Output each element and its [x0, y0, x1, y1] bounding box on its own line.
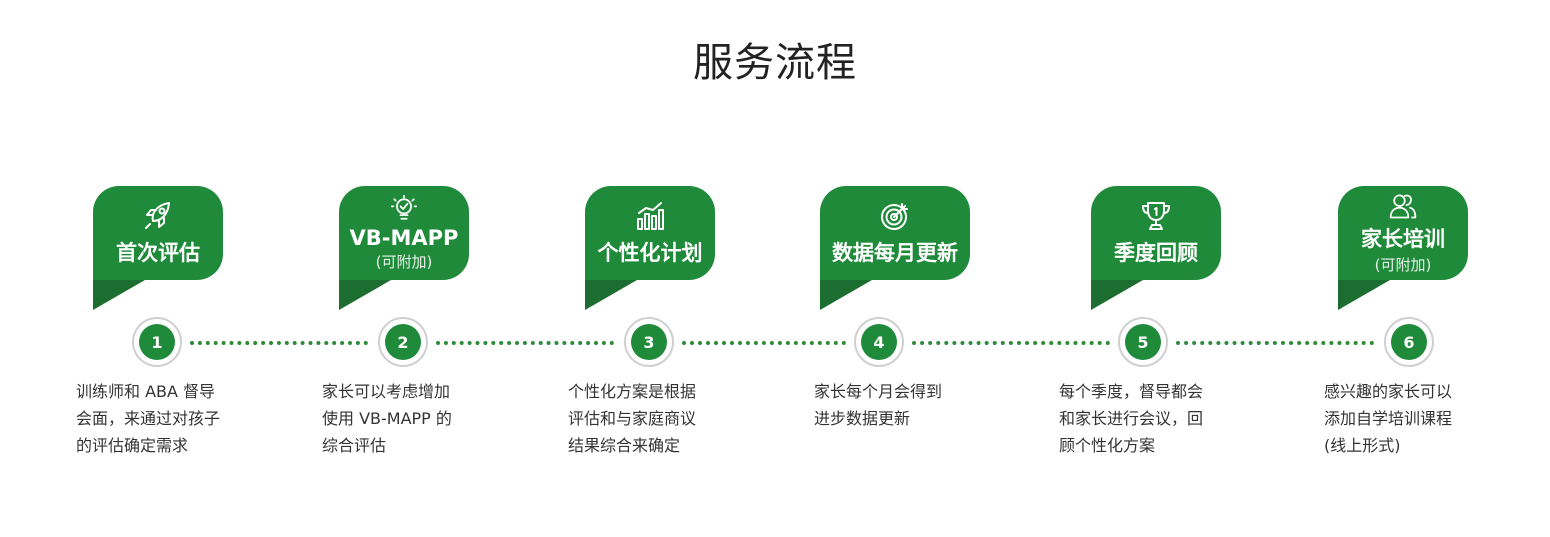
description-line: 训练师和 ABA 督导 — [76, 382, 216, 401]
step-label: 季度回顾 — [1114, 241, 1198, 265]
step-sublabel: (可附加) — [1374, 256, 1432, 274]
step-description: 每个季度，督导都会 和家长进行会议，回 顾个性化方案 — [1059, 378, 1229, 459]
step-tag: 首次评估 — [93, 186, 223, 280]
process-step-5: 季度回顾 5 每个季度，督导都会 和家长进行会议，回 顾个性化方案 — [1059, 0, 1221, 537]
process-step-6: 家长培训 (可附加) 6 感兴趣的家长可以 添加自学培训课程 (线上形式) — [1324, 0, 1468, 537]
step-tag: VB-MAPP (可附加) — [339, 186, 469, 280]
description-line: 进步数据更新 — [814, 409, 911, 428]
step-number: 3 — [631, 324, 667, 360]
description-line: 家长可以考虑增加 — [322, 382, 451, 401]
tag-fold — [585, 280, 637, 310]
step-label: 个性化计划 — [597, 241, 703, 265]
lightbulb-icon — [390, 194, 418, 220]
step-number: 2 — [385, 324, 421, 360]
step-description: 个性化方案是根据 评估和与家庭商议 结果综合来确定 — [568, 378, 738, 459]
process-step-1: 首次评估 1 训练师和 ABA 督导 会面，来通过对孩子 的评估确定需求 — [76, 0, 223, 537]
timeline-connector — [1176, 341, 1374, 345]
trophy-icon — [1142, 202, 1170, 230]
step-marker: 5 — [1118, 317, 1168, 367]
tag-fold — [339, 280, 391, 310]
description-line: 结果综合来确定 — [568, 436, 681, 455]
page-title: 服务流程 — [693, 40, 857, 86]
step-tag: 季度回顾 — [1091, 186, 1221, 280]
process-step-3: 个性化计划 3 个性化方案是根据 评估和与家庭商议 结果综合来确定 — [568, 0, 715, 537]
step-number: 5 — [1125, 324, 1161, 360]
description-line: 和家长进行会议，回 — [1059, 409, 1204, 428]
step-description: 训练师和 ABA 督导 会面，来通过对孩子 的评估确定需求 — [76, 378, 246, 459]
tag-fold — [93, 280, 145, 310]
step-number: 1 — [139, 324, 175, 360]
description-line: 综合评估 — [322, 436, 387, 455]
description-line: 个性化方案是根据 — [568, 382, 697, 401]
description-line: 评估和与家庭商议 — [568, 409, 697, 428]
description-line: 家长每个月会得到 — [814, 382, 943, 401]
description-line: 添加自学培训课程 — [1324, 409, 1453, 428]
step-marker: 1 — [132, 317, 182, 367]
description-line: 感兴趣的家长可以 — [1324, 382, 1453, 401]
step-label: VB-MAPP — [349, 226, 459, 250]
timeline-connector — [190, 341, 368, 345]
bar-chart-icon — [637, 202, 664, 230]
step-label: 首次评估 — [116, 241, 200, 265]
step-number: 6 — [1391, 324, 1427, 360]
description-line: 使用 VB-MAPP 的 — [322, 409, 452, 428]
step-label: 数据每月更新 — [832, 241, 958, 265]
step-marker: 4 — [854, 317, 904, 367]
step-label: 家长培训 — [1361, 227, 1445, 251]
step-number: 4 — [861, 324, 897, 360]
tag-fold — [1338, 280, 1390, 310]
step-tag: 家长培训 (可附加) — [1338, 186, 1468, 280]
description-line: 的评估确定需求 — [76, 436, 189, 455]
users-icon — [1389, 194, 1417, 219]
step-description: 家长可以考虑增加 使用 VB-MAPP 的 综合评估 — [322, 378, 492, 459]
process-step-4: 数据每月更新 4 家长每个月会得到 进步数据更新 — [814, 0, 970, 537]
timeline-connector — [682, 341, 846, 345]
description-line: 顾个性化方案 — [1059, 436, 1156, 455]
step-description: 感兴趣的家长可以 添加自学培训课程 (线上形式) — [1324, 378, 1494, 459]
step-sublabel: (可附加) — [375, 253, 433, 271]
tag-fold — [1091, 280, 1143, 310]
description-line: 每个季度，督导都会 — [1059, 382, 1204, 401]
target-icon — [881, 203, 908, 230]
timeline-connector — [912, 341, 1110, 345]
process-step-2: VB-MAPP (可附加) 2 家长可以考虑增加 使用 VB-MAPP 的 综合… — [322, 0, 469, 537]
description-line: 会面，来通过对孩子 — [76, 409, 221, 428]
step-tag: 数据每月更新 — [820, 186, 970, 280]
step-tag: 个性化计划 — [585, 186, 715, 280]
timeline-connector — [436, 341, 614, 345]
step-marker: 6 — [1384, 317, 1434, 367]
description-line: (线上形式) — [1324, 436, 1401, 455]
rocket-icon — [145, 202, 170, 229]
step-marker: 3 — [624, 317, 674, 367]
tag-fold — [820, 280, 872, 310]
step-marker: 2 — [378, 317, 428, 367]
step-description: 家长每个月会得到 进步数据更新 — [814, 378, 984, 432]
